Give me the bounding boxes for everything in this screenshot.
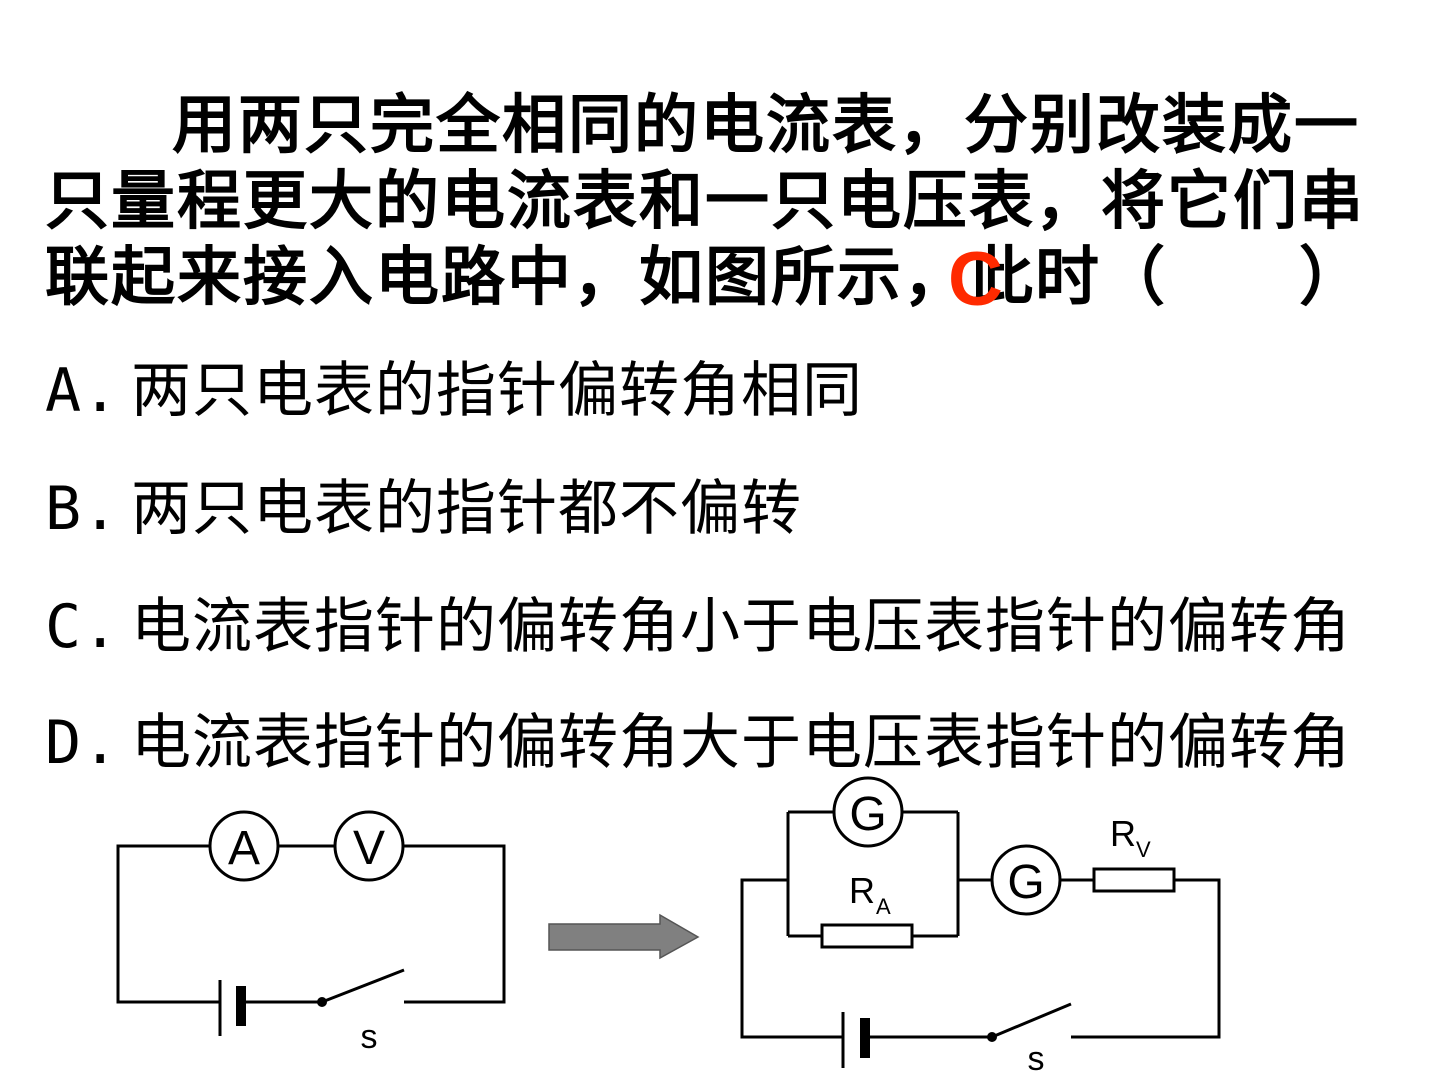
right-switch-pivot (987, 1032, 997, 1042)
right-wire-right (1071, 878, 1221, 1039)
option-a-text: 两只电表的指针偏转角相同 (131, 356, 863, 426)
option-b[interactable]: B.两只电表的指针都不偏转 (45, 474, 802, 544)
transform-arrow (548, 913, 700, 960)
galvanometer-mid-symbol (990, 844, 1062, 916)
resistor-v-symbol (1092, 867, 1176, 893)
option-b-letter: B. (45, 474, 120, 544)
galvanometer-top-symbol (832, 776, 904, 848)
answer-mark: C (948, 237, 1003, 322)
option-c-text: 电流表指针的偏转角小于电压表指针的偏转角 (131, 592, 1351, 662)
option-b-text: 两只电表的指针都不偏转 (131, 474, 802, 544)
resistor-a-label: R (849, 870, 875, 911)
option-d-text: 电流表指针的偏转角大于电压表指针的偏转角 (131, 708, 1351, 778)
right-switch-label: s (1028, 1040, 1045, 1078)
question-line-2: 只量程更大的电流表和一只电压表，将它们串 (45, 165, 1365, 239)
option-a-letter: A. (45, 356, 120, 426)
option-a[interactable]: A.两只电表的指针偏转角相同 (45, 356, 863, 426)
left-switch-pivot (317, 997, 327, 1007)
resistor-a-symbol (820, 923, 914, 949)
option-d[interactable]: D.电流表指针的偏转角大于电压表指针的偏转角 (45, 708, 1351, 778)
right-wire-left (740, 878, 843, 1039)
right-battery-short-plate (860, 1018, 870, 1058)
ammeter-label: A (228, 822, 260, 875)
galvanometer-mid-label: G (1007, 856, 1044, 909)
left-battery-short-plate (236, 986, 246, 1026)
galvanometer-top-label: G (849, 788, 886, 841)
right-switch-blade (991, 1002, 1072, 1039)
circuit-right (740, 776, 1221, 1068)
option-d-letter: D. (45, 708, 120, 778)
resistor-v-subscript: V (1136, 837, 1151, 862)
option-c-letter: C. (45, 592, 120, 662)
left-switch-blade (321, 968, 405, 1004)
voltmeter-symbol (333, 810, 405, 882)
question-line-3: 联起来接入电路中，如图所示，此时（ ） (45, 241, 1365, 315)
voltmeter-label: V (353, 822, 385, 875)
left-switch-label: s (361, 1018, 378, 1056)
option-c[interactable]: C.电流表指针的偏转角小于电压表指针的偏转角 (45, 592, 1351, 662)
resistor-a-subscript: A (876, 894, 891, 919)
question-line-1: 用两只完全相同的电流表，分别改装成一 (172, 89, 1360, 163)
ammeter-symbol (208, 810, 280, 882)
left-wire-right (404, 844, 506, 1004)
resistor-v-label: R (1110, 813, 1136, 854)
circuit-left (116, 810, 506, 1036)
left-wire-left (116, 844, 220, 1004)
